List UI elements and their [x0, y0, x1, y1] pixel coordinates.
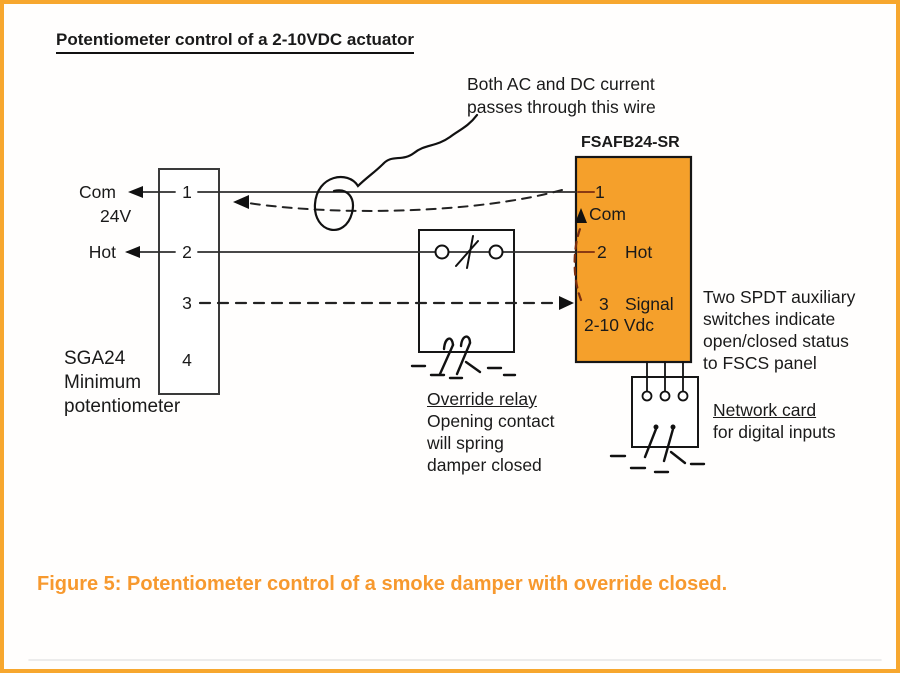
arrowhead-com-left: [128, 186, 143, 198]
aux-switch-note-line1: Two SPDT auxiliary: [703, 287, 856, 307]
diagram-canvas: [28, 113, 882, 661]
network-card-note-line: for digital inputs: [713, 422, 836, 442]
actuator-signal-range: 2-10 Vdc: [584, 315, 655, 335]
figure-caption: Figure 5: Potentiometer control of a smo…: [37, 573, 728, 595]
potentiometer-name-line3: potentiometer: [64, 396, 181, 417]
aux-switch-note-line4: to FSCS panel: [703, 353, 817, 373]
actuator-terminal-stubs: [577, 191, 595, 253]
override-relay-note-line3: damper closed: [427, 455, 542, 475]
override-relay-note-line1: Opening contact: [427, 411, 555, 431]
aux-switch-note-line2: switches indicate: [703, 309, 836, 329]
pot-terminal-3: 3: [182, 293, 192, 313]
aux-switch-note-line3: open/closed status: [703, 331, 849, 351]
annotation-squiggle-wire: [313, 113, 479, 231]
feedback-dashed-arrow: [247, 189, 563, 212]
hot-label: Hot: [88, 242, 116, 262]
actuator-internal-dashed-path: [573, 224, 583, 302]
override-relay-note-title: Override relay: [427, 389, 537, 409]
actuator-model-label: FSAFB24-SR: [581, 134, 680, 151]
arrowhead-signal-right: [559, 296, 574, 310]
arrowhead-up-com: [575, 208, 587, 223]
wire-annotation-line1: Both AC and DC current: [467, 74, 655, 94]
actuator-terminal-3-label: Signal: [625, 294, 674, 314]
nc-contact-icon: [434, 235, 504, 269]
actuator-terminal-2-label: Hot: [625, 242, 653, 262]
override-relay-note: Override relay Opening contact will spri…: [427, 388, 554, 476]
spring-switch-doodle-relay: [410, 335, 517, 380]
wire-annotation-line2: passes through this wire: [467, 97, 656, 117]
aux-switch-note: Two SPDT auxiliary switches indicate ope…: [703, 286, 855, 374]
actuator-terminal-2: 2: [597, 242, 607, 262]
wire-annotation: Both AC and DC current passes through th…: [467, 73, 656, 119]
potentiometer-name: SGA24 Minimum potentiometer: [64, 347, 180, 419]
actuator-terminal-1: 1: [595, 182, 605, 202]
com-label: Com: [79, 182, 116, 202]
network-card-note: Network card for digital inputs: [713, 399, 836, 443]
diagram-title: Potentiometer control of a 2-10VDC actua…: [56, 30, 415, 54]
pot-terminal-4: 4: [182, 350, 192, 370]
actuator-terminal-1-label: Com: [589, 204, 626, 224]
spring-switch-doodle-network: [609, 424, 706, 474]
potentiometer-box: [158, 168, 220, 395]
network-card-note-title: Network card: [713, 400, 817, 420]
potentiometer-name-line2: Minimum: [64, 372, 142, 393]
arrowhead-hot-left: [125, 246, 140, 258]
potentiometer-name-line1: SGA24: [64, 348, 126, 369]
actuator-terminal-3: 3: [599, 294, 609, 314]
aux-switch-wires: [646, 361, 684, 393]
pot-terminal-2: 2: [182, 242, 192, 262]
override-relay-note-line2: will spring: [427, 433, 504, 453]
network-card-terminals: [641, 390, 689, 402]
pot-terminal-1: 1: [182, 182, 192, 202]
supply-24v-label: 24V: [100, 206, 132, 226]
actuator-box: [574, 155, 693, 364]
arrowhead-feedback-left: [233, 195, 249, 209]
